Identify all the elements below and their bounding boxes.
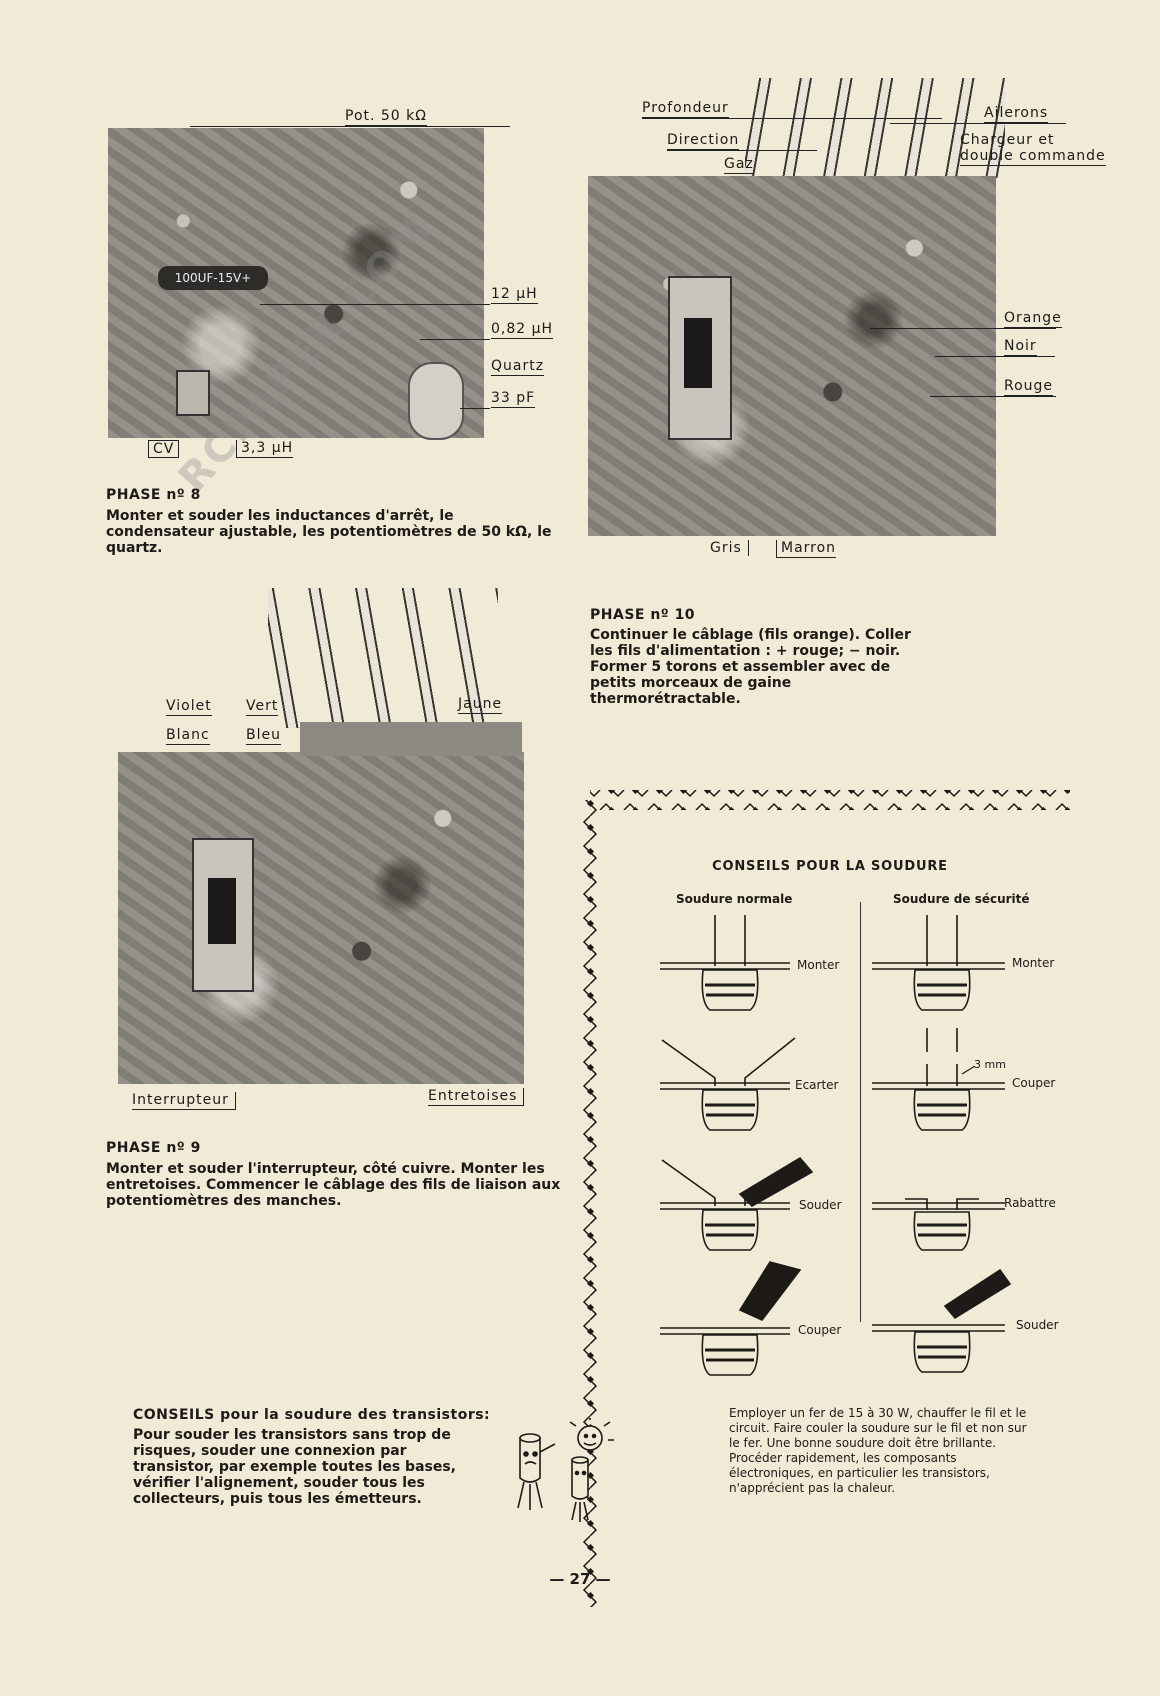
phase9-title: PHASE nº 9 [106, 1140, 201, 1156]
page-number: — 27 — [549, 1570, 611, 1588]
label-pot-50k: Pot. 50 kΩ [345, 108, 427, 126]
label-082uh: 0,82 μH [491, 321, 554, 339]
column-divider [860, 902, 861, 1322]
label-ailerons: Ailerons [984, 105, 1049, 123]
label-direction: Direction [667, 132, 740, 150]
phase10-title: PHASE nº 10 [590, 607, 696, 623]
label-12uh: 12 μH [491, 286, 538, 304]
label-rouge: Rouge [1004, 378, 1054, 396]
label-33uh: 3,3 μH [236, 440, 294, 458]
phase8-text: Monter et souder les inductances d'arrêt… [106, 508, 552, 556]
label-interrupteur: Interrupteur [132, 1092, 236, 1110]
wire-bundle [745, 78, 1005, 178]
securite-step-1 [872, 915, 1005, 1011]
label-33pf: 33 pF [491, 390, 536, 408]
label-orange: Orange [1004, 310, 1062, 328]
normale-step-4 [660, 1261, 802, 1376]
securite-step-3-label: Rabattre [1004, 1196, 1056, 1210]
normale-step-4-label: Couper [798, 1323, 842, 1337]
leader-line [667, 150, 817, 151]
phase10-photo [588, 176, 996, 536]
leader-line [930, 396, 1056, 397]
cv-component [176, 370, 210, 416]
phase10-text: Continuer le câblage (fils orange). Coll… [590, 627, 911, 707]
label-marron: Marron [776, 540, 837, 558]
label-quartz: Quartz [491, 358, 545, 376]
border-mask [0, 1686, 1160, 1696]
leader-line [260, 304, 490, 305]
phase9-photo [118, 752, 524, 1084]
normale-step-2 [660, 1037, 796, 1131]
phase8-title: PHASE nº 8 [106, 487, 201, 503]
phase9-text: Monter et souder l'interrupteur, côté cu… [106, 1161, 561, 1209]
normale-step-1-label: Monter [797, 958, 840, 972]
board-top-extension [300, 722, 522, 756]
solder-illustrations [660, 915, 1012, 1376]
phase8-photo [108, 128, 484, 438]
dimension-3mm: 3 mm [974, 1058, 1006, 1071]
transistor-cartoon [517, 1418, 614, 1522]
leader-line [935, 356, 1055, 357]
securite-step-4 [872, 1268, 1012, 1373]
label-bleu: Bleu [246, 727, 281, 745]
leader-line [642, 118, 942, 119]
normale-step-1 [660, 915, 790, 1011]
securite-step-1-label: Monter [1012, 956, 1055, 970]
label-jaune: Jaune [458, 696, 503, 714]
normale-step-3-label: Souder [799, 1198, 842, 1212]
securite-step-2-label: Couper [1012, 1076, 1056, 1090]
leader-line [890, 123, 1066, 124]
label-chargeur-1: Chargeur et [960, 132, 1055, 148]
conseils-note: Employer un fer de 15 à 30 W, chauffer l… [729, 1406, 1027, 1495]
transistors-text: Pour souder les transistors sans trop de… [133, 1427, 456, 1507]
transistors-title: CONSEILS pour la soudure des transistors… [133, 1407, 491, 1423]
label-violet: Violet [166, 698, 212, 716]
securite-step-4-label: Souder [1016, 1318, 1059, 1332]
label-vert: Vert [246, 698, 279, 716]
normale-step-2-label: Ecarter [795, 1078, 839, 1092]
conseils-title: CONSEILS POUR LA SOUDURE [712, 859, 948, 874]
label-gris: Gris [710, 540, 749, 556]
label-cv: CV [148, 440, 180, 458]
capacitor-marking: 100UF-15V+ [158, 266, 268, 290]
label-entretoises: Entretoises [428, 1088, 525, 1106]
label-gaz: Gaz [724, 156, 754, 174]
label-blanc: Blanc [166, 727, 210, 745]
leader-line [190, 126, 510, 127]
col-normale-header: Soudure normale [676, 892, 793, 906]
label-noir: Noir [1004, 338, 1037, 356]
col-securite-header: Soudure de sécurité [893, 892, 1030, 906]
interrupteur-slot [208, 878, 236, 944]
wire-bundle [268, 588, 498, 728]
securite-step-3 [872, 1198, 1005, 1251]
label-chargeur-2: double commande [960, 148, 1106, 166]
leader-line [870, 328, 1056, 329]
quartz-component [408, 362, 464, 440]
decorative-border [0, 790, 1070, 1607]
leader-line [460, 408, 490, 409]
label-profondeur: Profondeur [642, 100, 729, 118]
switch-slot [684, 318, 712, 388]
normale-step-3 [660, 1156, 814, 1251]
leader-line [420, 339, 490, 340]
securite-step-2 [872, 1028, 1005, 1131]
